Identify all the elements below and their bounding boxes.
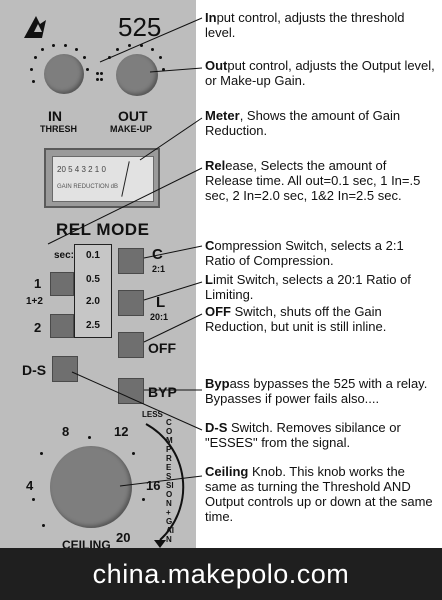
module-faceplate: 525 IN THRESH OUT MAKE-UP 20 5 4 3 2 1 0… — [0, 0, 196, 548]
meter-caption: GAIN REDUCTION dB — [57, 184, 119, 190]
compression-description: Compression Switch, selects a 2:1 Ratio … — [205, 238, 437, 268]
callout-lines — [47, 17, 203, 487]
meter-scale: 20 5 4 3 2 1 0 — [57, 165, 106, 174]
rel-mode-label: REL MODE — [56, 220, 150, 239]
c-ratio: 2:1 — [152, 264, 166, 274]
output-description-text: put control, adjusts the Output level, o… — [205, 58, 435, 88]
release-1-2-label: 1+2 — [26, 296, 43, 307]
meter-description-text: , Shows the amount of Gain Reduction. — [205, 108, 401, 138]
ceiling-knob[interactable] — [50, 446, 132, 528]
ds-description: D-S Switch. Removes sibilance or "ESSES"… — [205, 420, 437, 450]
release-2-label: 2 — [34, 320, 42, 335]
ds-description-text: Switch. Removes sibilance or "ESSES" fro… — [205, 420, 401, 450]
bypass-description-bold: Byp — [205, 376, 230, 391]
ceiling-tick-20: 20 — [116, 530, 131, 545]
input-description: Input control, adjusts the threshold lev… — [205, 10, 437, 40]
ds-switch[interactable] — [52, 356, 78, 382]
off-switch[interactable] — [118, 332, 144, 358]
c-label: C — [152, 246, 163, 263]
bypass-description: Bypass bypasses the 525 with a relay. By… — [205, 376, 437, 406]
release-description-text: ease, Selects the amount of Release time… — [205, 158, 421, 203]
brand-logo-icon — [24, 16, 46, 38]
off-label: OFF — [148, 340, 176, 356]
release-2-switch[interactable] — [50, 314, 74, 338]
release-1-switch[interactable] — [50, 272, 74, 296]
limit-description-text: imit Switch, selects a 20:1 Ratio of Lim… — [205, 272, 411, 302]
release-values-box — [74, 244, 112, 338]
rel-value-2: 0.5 — [86, 274, 100, 285]
rel-value-4: 2.5 — [86, 320, 100, 331]
meter-description-bold: Meter — [205, 108, 240, 123]
compression-description-text: ompression Switch, selects a 2:1 Ratio o… — [205, 238, 404, 268]
ceiling-tick-12: 12 — [114, 424, 129, 439]
ceiling-label: CEILING — [62, 538, 111, 548]
limit-description-bold: L — [205, 272, 213, 287]
bypass-switch[interactable] — [118, 378, 144, 404]
compression-description-bold: C — [205, 238, 215, 253]
in-sub-label: THRESH — [40, 124, 78, 134]
release-description-bold: Rel — [205, 158, 226, 173]
watermark-text: china.makepolo.com — [92, 559, 350, 589]
byp-label: BYP — [148, 384, 177, 400]
output-description: Output control, adjusts the Output level… — [205, 58, 437, 88]
rel-value-3: 2.0 — [86, 296, 100, 307]
out-label: OUT — [118, 108, 148, 124]
off-description: OFF Switch, shuts off the Gain Reduction… — [205, 304, 437, 334]
release-1-label: 1 — [34, 276, 42, 291]
ceiling-description-bold: Ceiling — [205, 464, 249, 479]
off-description-text: Switch, shuts off the Gain Reduction, bu… — [205, 304, 387, 334]
limit-description: Limit Switch, selects a 20:1 Ratio of Li… — [205, 272, 437, 302]
release-description: Release, Selects the amount of Release t… — [205, 158, 437, 203]
watermark-bar: china.makepolo.com — [0, 548, 442, 600]
input-description-bold: In — [205, 10, 217, 25]
ceiling-description-text: Knob. This knob works the same as turnin… — [205, 464, 433, 524]
arc-text: COMPRESSION+GAIN — [166, 418, 174, 544]
out-makeup-knob[interactable] — [116, 54, 158, 96]
in-threshold-knob[interactable] — [44, 54, 84, 94]
input-description-text: put control, adjusts the threshold level… — [205, 10, 405, 40]
ceiling-description: Ceiling Knob. This knob works the same a… — [205, 464, 437, 524]
off-description-bold: OFF — [205, 304, 231, 319]
model-number: 525 — [118, 12, 162, 42]
limit-switch[interactable] — [118, 290, 144, 316]
l-label: L — [156, 294, 166, 311]
ceiling-tick-8: 8 — [62, 424, 70, 439]
ds-label: D-S — [22, 362, 47, 378]
out-sub-label: MAKE-UP — [110, 124, 152, 134]
sec-label: sec: — [54, 250, 75, 261]
ds-description-bold: D-S — [205, 420, 228, 435]
meter-description: Meter, Shows the amount of Gain Reductio… — [205, 108, 437, 138]
l-ratio: 20:1 — [150, 312, 169, 322]
rel-value-1: 0.1 — [86, 250, 100, 261]
compression-switch[interactable] — [118, 248, 144, 274]
bypass-description-text: ass bypasses the 525 with a relay. Bypas… — [205, 376, 428, 406]
less-label: LESS — [142, 410, 163, 419]
gain-reduction-meter: 20 5 4 3 2 1 0 GAIN REDUCTION dB — [44, 148, 160, 208]
output-description-bold: Out — [205, 58, 228, 73]
ceiling-tick-4: 4 — [26, 478, 34, 493]
in-label: IN — [48, 108, 62, 124]
